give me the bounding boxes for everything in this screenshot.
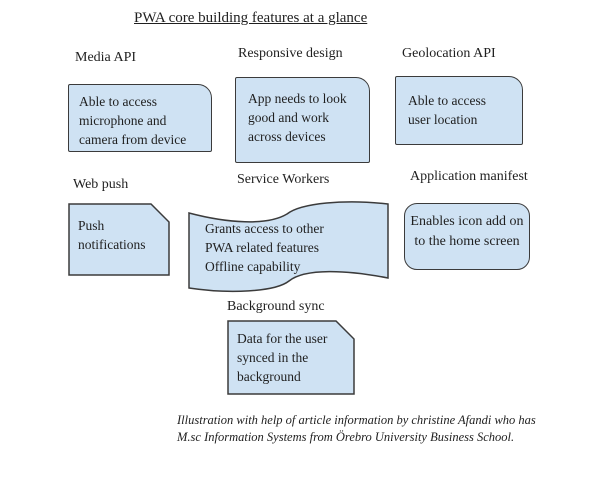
- web-push-box-text: Push notifications: [78, 218, 146, 252]
- label-geolocation-api: Geolocation API: [402, 46, 496, 61]
- responsive-design-box-text: App needs to look good and work across d…: [248, 91, 347, 144]
- card-cut-corner-shape: [227, 320, 355, 395]
- attribution-note: Illustration with help of article inform…: [177, 412, 536, 446]
- responsive-design-box: App needs to look good and work across d…: [235, 77, 370, 163]
- label-background-sync: Background sync: [227, 299, 325, 314]
- label-web-push: Web push: [73, 177, 129, 192]
- wave-flag-shape: [188, 201, 389, 293]
- card-cut-corner-shape: [68, 203, 170, 276]
- web-push-box: Push notifications: [68, 203, 170, 276]
- service-workers-box-text: Grants access to other PWA related featu…: [205, 221, 324, 274]
- geolocation-api-box: Able to access user location: [395, 76, 523, 145]
- label-media-api: Media API: [75, 50, 137, 65]
- label-application-manifest: Application manifest: [410, 169, 528, 184]
- diagram-title: PWA core building features at a glance: [134, 10, 368, 26]
- background-sync-box-text: Data for the user synced in the backgrou…: [237, 331, 328, 384]
- geolocation-api-box-text: Able to access user location: [408, 93, 486, 127]
- label-responsive-design: Responsive design: [238, 46, 343, 61]
- background-sync-box: Data for the user synced in the backgrou…: [227, 320, 355, 395]
- media-api-box: Able to access microphone and camera fro…: [68, 84, 212, 152]
- label-service-workers: Service Workers: [237, 172, 330, 187]
- attribution-line-1: Illustration with help of article inform…: [177, 413, 536, 427]
- service-workers-box: Grants access to other PWA related featu…: [187, 195, 390, 297]
- media-api-box-text: Able to access microphone and camera fro…: [79, 94, 187, 147]
- application-manifest-box: Enables icon add on to the home screen: [404, 203, 530, 270]
- application-manifest-box-text: Enables icon add on to the home screen: [410, 214, 524, 249]
- attribution-line-2: M.sc Information Systems from Örebro Uni…: [177, 430, 515, 444]
